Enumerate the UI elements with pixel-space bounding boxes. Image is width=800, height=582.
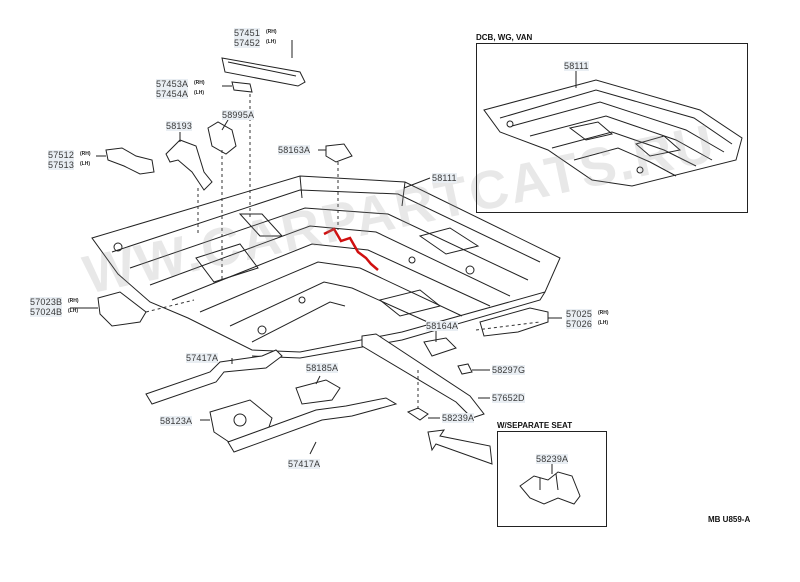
bracket-58163A (325, 143, 353, 163)
label-57513: 57513 (48, 160, 75, 170)
rail-57451 (221, 57, 306, 87)
label-57417A-upper: 57417A (186, 353, 219, 363)
label-58111-inset: 58111 (564, 61, 589, 71)
floor-pan-58111 (91, 175, 561, 359)
bracket-58185A (295, 379, 341, 405)
bracket-57025 (479, 307, 549, 337)
bracket-58164A (423, 337, 457, 357)
inset-title-separate-seat: W/SEPARATE SEAT (497, 421, 573, 430)
label-57454A-side: (LH) (194, 90, 204, 96)
inset-title-dcb-wg-van: DCB, WG, VAN (476, 33, 533, 42)
label-58995A: 58995A (222, 110, 255, 120)
label-57417A-lower: 57417A (288, 459, 321, 469)
label-57452: 57452 (234, 38, 261, 48)
label-57023B-side: (RH) (68, 298, 79, 304)
label-57451: 57451 (234, 28, 261, 38)
label-57026-side: (LH) (598, 320, 608, 326)
label-58163A: 58163A (278, 145, 311, 155)
label-58111: 58111 (432, 173, 457, 183)
label-57025-side: (RH) (598, 310, 609, 316)
label-58185A: 58185A (306, 363, 339, 373)
diagram-code: MB U859-A (708, 515, 751, 524)
label-57452-side: (LH) (266, 39, 276, 45)
clip-57453A (231, 81, 253, 93)
label-58239A-inset: 58239A (536, 454, 569, 464)
label-57023B: 57023B (30, 297, 63, 307)
label-57453A: 57453A (156, 79, 189, 89)
inset-bracket-58239A (519, 462, 581, 505)
label-57024B-side: (LH) (68, 308, 78, 314)
label-58123A: 58123A (160, 416, 193, 426)
inset-box-dcb-wg-van (476, 43, 748, 213)
label-57513-side: (LH) (80, 161, 90, 167)
callout-arrow (427, 429, 493, 465)
bracket-57023B (97, 291, 147, 327)
member-57652D (361, 333, 485, 419)
bracket-58995A (207, 121, 237, 155)
label-57512: 57512 (48, 150, 75, 160)
bracket-57512 (105, 147, 155, 175)
highlight-bracket (323, 227, 379, 271)
clip-58239A (406, 407, 429, 421)
inset-box-separate-seat (497, 431, 607, 527)
label-leaders (70, 40, 562, 455)
label-57026: 57026 (566, 319, 593, 329)
label-57453A-side: (RH) (194, 80, 205, 86)
label-57454A: 57454A (156, 89, 189, 99)
rail-57417A-upper (145, 349, 283, 405)
label-57024B: 57024B (30, 307, 63, 317)
rail-57417A-lower (227, 397, 398, 453)
label-57652D: 57652D (492, 393, 525, 403)
label-57451-side: (RH) (266, 29, 277, 35)
label-58164A: 58164A (426, 321, 459, 331)
bracket-58193 (165, 139, 213, 191)
clip-58297G (457, 363, 473, 375)
label-58193: 58193 (166, 121, 193, 131)
inset-floor-58111 (483, 70, 743, 187)
label-57512-side: (RH) (80, 151, 91, 157)
label-57025: 57025 (566, 309, 593, 319)
label-58239A: 58239A (442, 413, 475, 423)
label-58297G: 58297G (492, 365, 526, 375)
